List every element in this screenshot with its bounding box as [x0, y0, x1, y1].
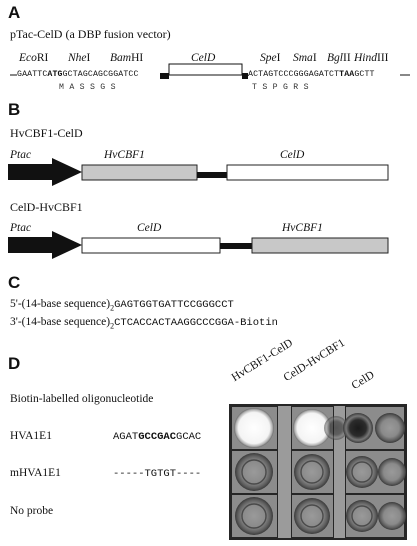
probe-seq-1: AGATGCCGACGCAC — [113, 431, 202, 443]
construct2-box1-label: CelD — [137, 222, 162, 234]
well-r1-c3b — [375, 413, 405, 443]
probe-name-2: mHVA1E1 — [10, 467, 61, 479]
site-hindiii: HindIII — [354, 52, 389, 64]
hvcbf1-box-1 — [81, 164, 198, 181]
construct2-diagram — [8, 231, 389, 259]
vector-map — [10, 63, 410, 79]
site-nhei: NheI — [68, 52, 91, 64]
well-r3-c3a — [346, 500, 378, 532]
well-r2-c3b — [378, 458, 406, 486]
ptac-label-2: Ptac — [10, 222, 32, 234]
construct1-box2-label: CelD — [280, 149, 305, 161]
well-r2-c2 — [294, 454, 330, 490]
amino-acids-left: MASSGS — [59, 83, 121, 92]
ptac-arrow-2 — [8, 231, 82, 259]
oligo-line-2: 3'-(14-base sequence)2CTCACCACTAAGGCCCGG… — [10, 316, 278, 331]
panel-c-letter: C — [8, 273, 21, 292]
panel-d-letter: D — [8, 354, 21, 373]
linker-1 — [197, 172, 227, 178]
well-r3-c2 — [294, 498, 330, 534]
well-r3-c1 — [235, 497, 273, 535]
oligo-line-1: 5'-(14-base sequence)2GAGTGGTGATTCCGGGCC… — [10, 298, 234, 313]
well-r2-c3a — [346, 456, 378, 488]
ptac-arrow-1 — [8, 158, 82, 186]
site-smai: SmaI — [293, 52, 317, 64]
ptac-label-1: Ptac — [10, 149, 32, 161]
column-divider-2 — [334, 406, 345, 538]
well-r1-c2 — [293, 409, 331, 447]
well-r2-c1 — [235, 453, 273, 491]
junction-left — [160, 73, 169, 79]
construct2-name: CelD-HvCBF1 — [10, 200, 83, 214]
construct1-box1-label: HvCBF1 — [104, 149, 145, 161]
amino-acids-right: TSPGRS — [252, 83, 314, 92]
site-bamhi: BamHI — [110, 52, 144, 64]
junction-right — [242, 73, 248, 79]
probe-seq-2: -----TGTGT---- — [113, 468, 202, 480]
celd-box-a — [168, 63, 243, 76]
celd-box-2 — [81, 237, 221, 254]
column-divider-1 — [278, 406, 291, 538]
panel-d-heading: Biotin-labelled oligonucleotide — [10, 393, 154, 405]
sequence-left: GAATTCATGGCTAGCAGCGGATCC — [17, 70, 139, 79]
assay-plate — [229, 404, 407, 540]
panel-b-letter: B — [8, 100, 21, 119]
linker-2 — [220, 243, 252, 249]
construct2-box2-label: HvCBF1 — [282, 222, 323, 234]
well-r1-c2b — [324, 416, 348, 440]
probe-name-1: HVA1E1 — [10, 430, 52, 442]
site-bglii: BglII — [327, 52, 351, 64]
panel-a-title: pTac-CelD (a DBP fusion vector) — [10, 27, 171, 41]
hvcbf1-box-2 — [251, 237, 389, 254]
well-r1-c1 — [234, 408, 274, 448]
construct1-diagram — [8, 158, 389, 186]
well-r1-c3a — [343, 413, 373, 443]
construct1-name: HvCBF1-CelD — [10, 126, 83, 140]
celd-box-1 — [226, 164, 389, 181]
panel-a-letter: A — [8, 3, 21, 22]
well-r3-c3b — [378, 502, 406, 530]
site-ecori: EcoRI — [19, 52, 49, 64]
probe-name-3: No probe — [10, 505, 54, 517]
celd-label-a: CelD — [191, 52, 216, 64]
sequence-right: ACTAGTCCCGGGAGATCTTAAGCTT — [248, 70, 375, 79]
site-spei: SpeI — [260, 52, 281, 64]
